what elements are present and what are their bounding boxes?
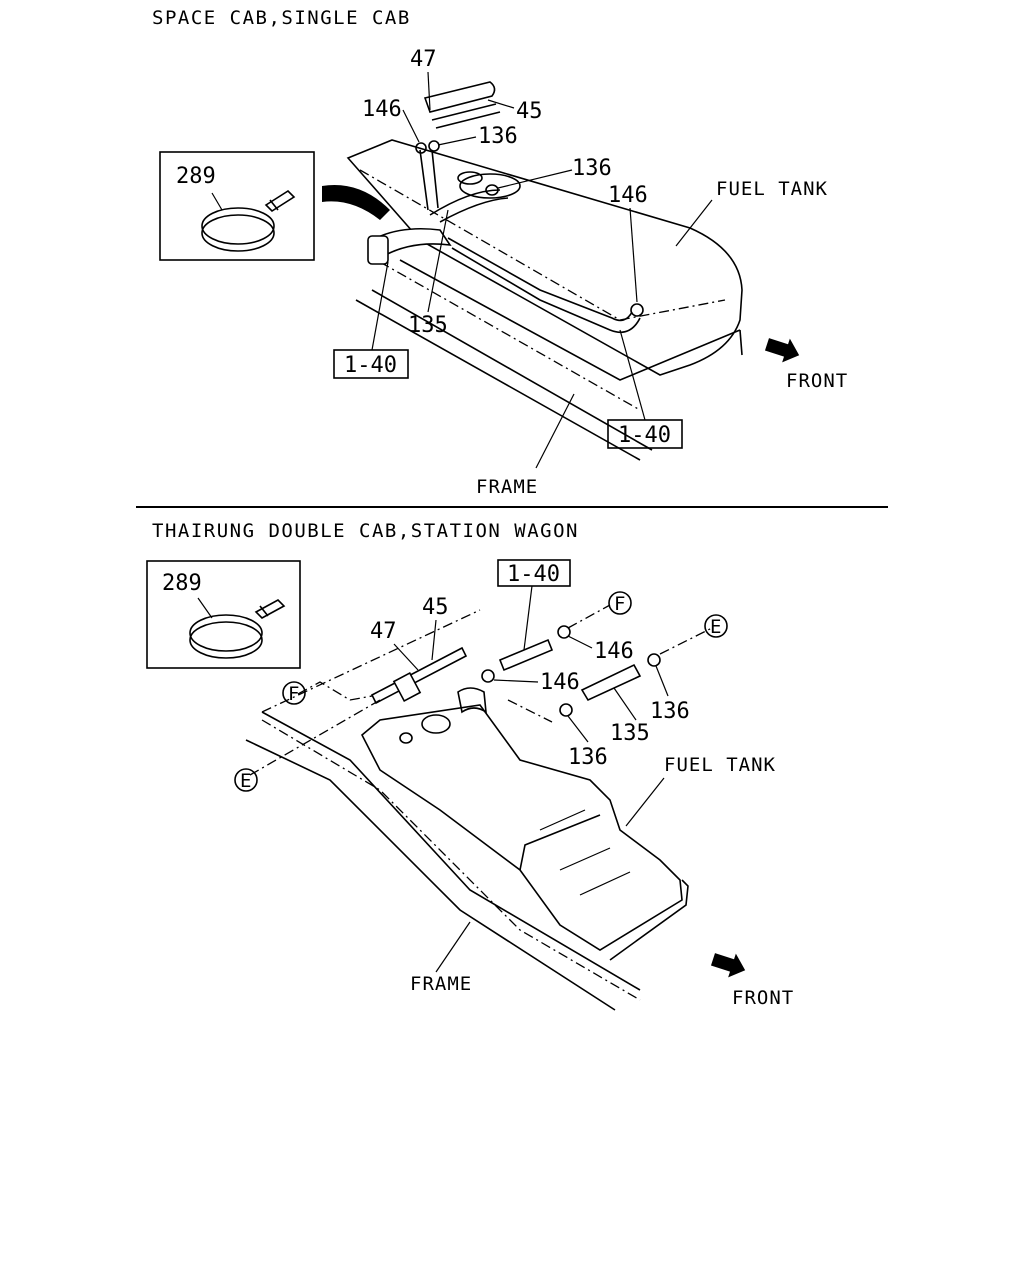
clamp-screw-2 — [254, 599, 286, 619]
section-double-cab: THAIRUNG DOUBLE CAB,STATION WAGON 289 — [146, 520, 794, 1011]
callout-47: 47 — [410, 47, 437, 72]
callouts-2: 45 47 146 146 136 135 136 1-40 FUEL TANK… — [370, 559, 794, 1009]
leader-135 — [427, 209, 449, 313]
connector-e-left — [234, 768, 258, 792]
leader-45 — [487, 99, 515, 109]
leader-47 — [427, 71, 431, 111]
leader-289 — [211, 192, 223, 211]
label-frame: FRAME — [476, 476, 538, 498]
callout-136-3: 136 — [568, 745, 608, 770]
ref-box-1 — [333, 349, 409, 379]
connector-f-right-label: F — [614, 593, 626, 615]
inset-clamp-2: 289 — [146, 560, 301, 669]
leader-45-2 — [431, 619, 437, 661]
section-title: SPACE CAB,SINGLE CAB — [152, 7, 411, 29]
inset-clamp: 289 — [159, 151, 315, 261]
ref-1-40-c: 1-40 — [507, 562, 560, 587]
connector-e-left-label: E — [240, 770, 252, 792]
callout-289: 289 — [176, 164, 216, 189]
leader-136-3 — [567, 715, 589, 743]
leader-ref-1 — [371, 261, 389, 351]
callout-289-2: 289 — [162, 571, 202, 596]
leader-135-2 — [613, 687, 637, 721]
leader-146-3 — [493, 679, 539, 683]
front-arrow-icon-2 — [710, 953, 746, 978]
connector-f-right — [608, 591, 632, 615]
callout-146-2: 146 — [594, 639, 634, 664]
leader-frame-2 — [435, 921, 471, 973]
ref-box-3 — [497, 559, 571, 587]
clamp-ring-edge-2 — [189, 621, 263, 659]
leader-146-b — [629, 207, 638, 303]
connector-f-left-label: F — [288, 683, 300, 705]
callout-135: 135 — [408, 313, 448, 338]
section-space-cab: SPACE CAB,SINGLE CAB 289 — [152, 7, 848, 498]
leader-146 — [402, 109, 420, 143]
pipes-2 — [249, 604, 713, 776]
clamp-ring — [201, 207, 275, 245]
leader-136 — [437, 136, 477, 146]
front-arrow-icon — [764, 338, 800, 363]
ref-1-40-b: 1-40 — [618, 423, 671, 448]
label-frame-2: FRAME — [410, 973, 472, 995]
leader-fuel-tank — [675, 199, 713, 247]
callout-136-b: 136 — [572, 156, 612, 181]
connectors: F E F E — [234, 591, 728, 792]
section-title-2: THAIRUNG DOUBLE CAB,STATION WAGON — [152, 520, 579, 542]
callout-45-2: 45 — [422, 595, 449, 620]
leader-47-2 — [393, 643, 419, 671]
callout-146: 146 — [362, 97, 402, 122]
label-front: FRONT — [786, 370, 848, 392]
inset-box — [159, 151, 315, 261]
connector-e-right-label: E — [710, 616, 722, 638]
frame — [355, 259, 743, 461]
leader-frame — [535, 393, 575, 469]
label-fuel-tank-2: FUEL TANK — [664, 754, 776, 776]
frame-2 — [245, 711, 641, 1011]
clamp-screw — [264, 189, 296, 213]
callouts: 47 146 45 136 136 146 135 1-40 1-40 FUEL… — [333, 47, 848, 498]
leader-289-2 — [197, 597, 213, 619]
connector-f-left — [282, 681, 306, 705]
callout-135-2: 135 — [610, 721, 650, 746]
leader-fuel-tank-2 — [625, 777, 665, 827]
inset-arrow — [322, 185, 390, 220]
callout-45: 45 — [516, 99, 543, 124]
clamp-ring-2 — [189, 614, 263, 652]
ref-1-40: 1-40 — [344, 353, 397, 378]
label-fuel-tank: FUEL TANK — [716, 178, 828, 200]
leader-136-2 — [655, 665, 669, 697]
label-front-2: FRONT — [732, 987, 794, 1009]
fuel-tank-2 — [360, 687, 689, 961]
clamp-ring-edge — [201, 214, 275, 252]
callout-136: 136 — [478, 124, 518, 149]
inset-box-2 — [146, 560, 301, 669]
connector-e-right — [704, 614, 728, 638]
callout-146-b: 146 — [608, 183, 648, 208]
filler-hoses — [367, 81, 644, 334]
leader-146-2 — [567, 635, 593, 649]
leader-ref-2 — [619, 329, 646, 421]
leader-136-b — [497, 169, 573, 189]
callout-136-2: 136 — [650, 699, 690, 724]
callout-47-2: 47 — [370, 619, 397, 644]
callout-146-3: 146 — [540, 670, 580, 695]
leader-ref-3 — [523, 585, 533, 651]
